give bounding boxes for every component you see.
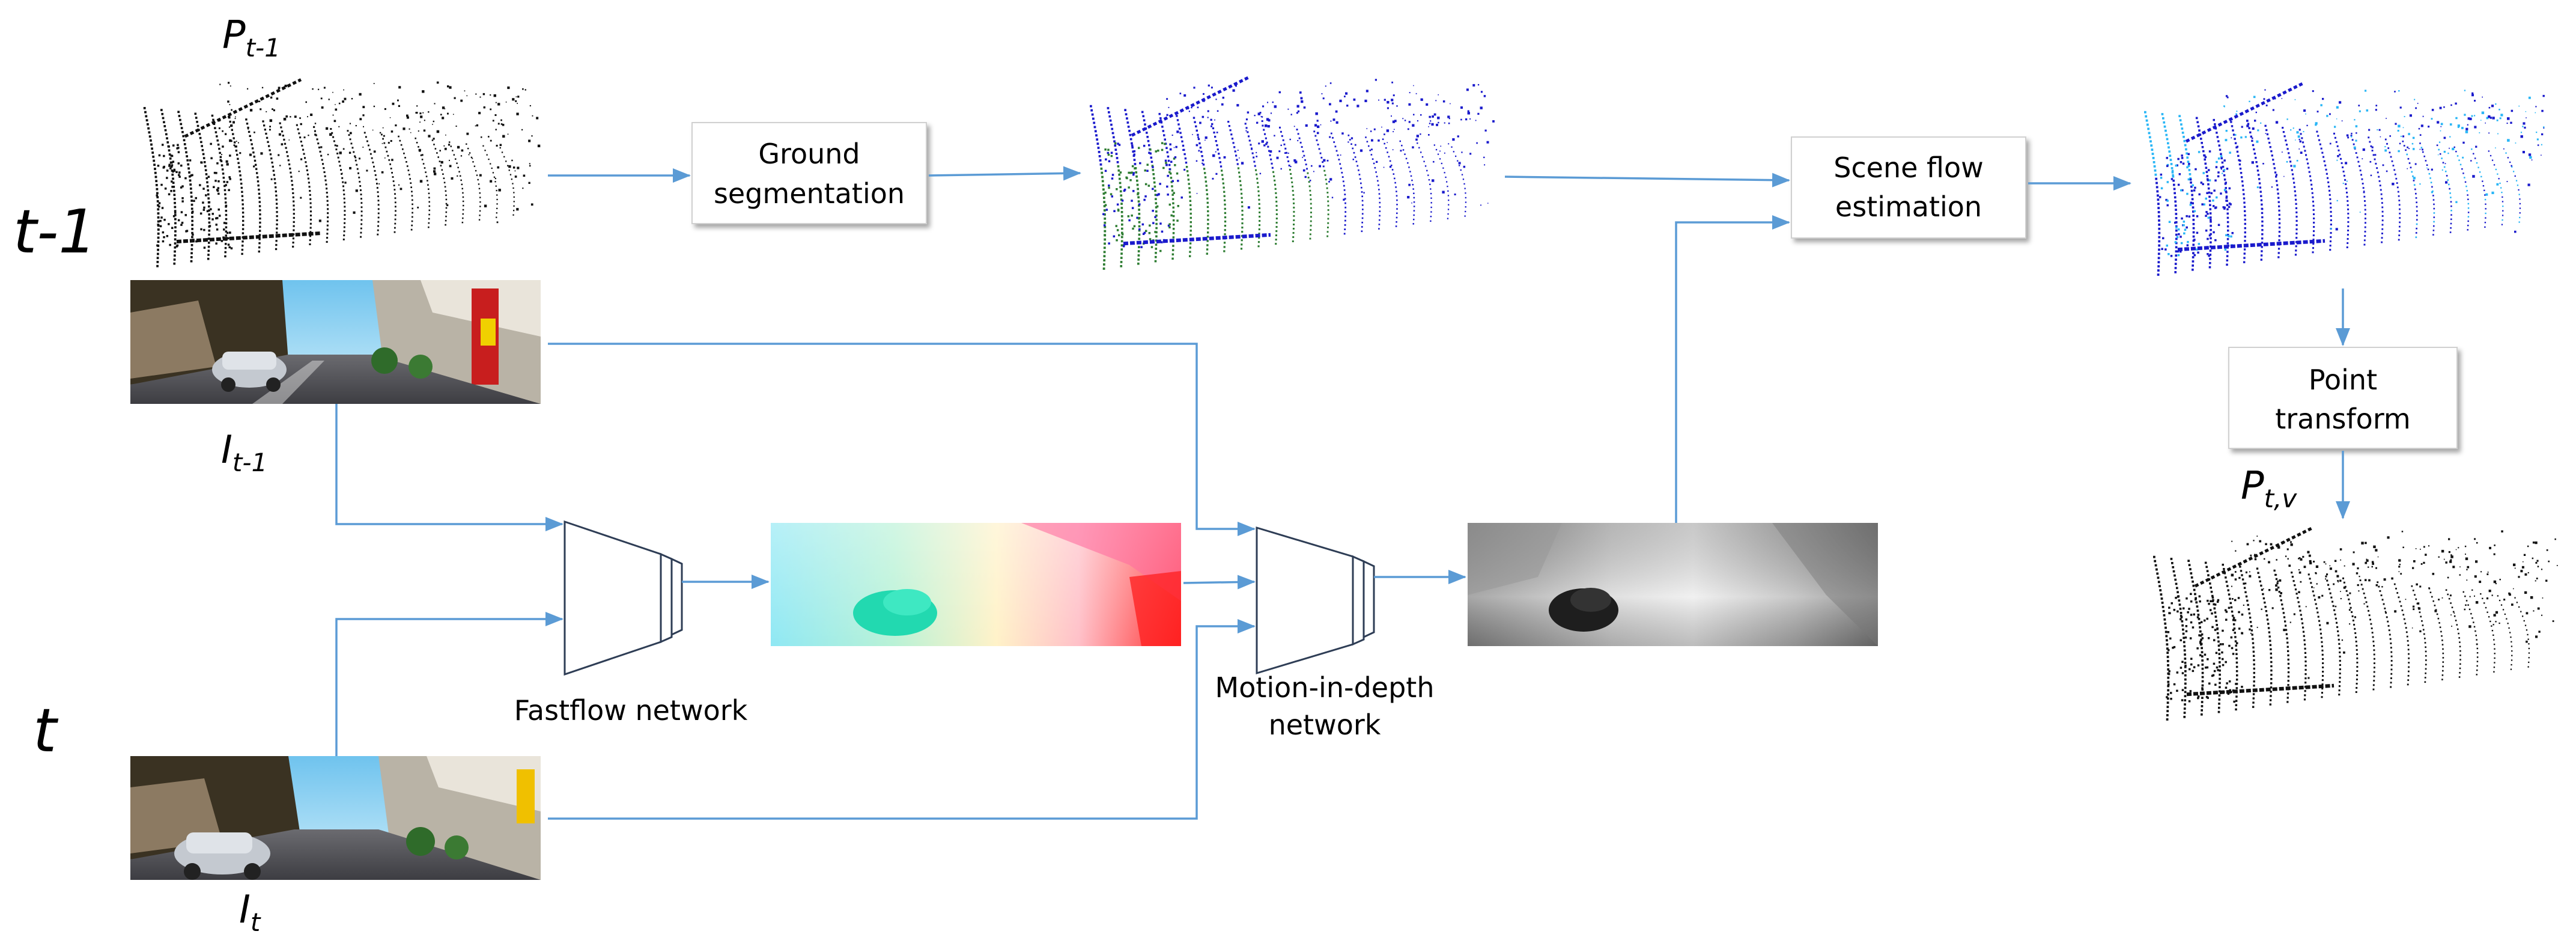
label-p-prev: Pt-1 xyxy=(222,13,281,63)
point-transform-line1: Point xyxy=(2309,364,2377,396)
ground-segmentation-box xyxy=(691,122,927,224)
ground-segmentation-line2: segmentation xyxy=(714,177,905,210)
label-p-prev-base: P xyxy=(222,13,246,58)
point-cloud-segmented xyxy=(1090,75,1495,270)
label-i-curr-base: I xyxy=(239,888,251,932)
label-i-prev-base: I xyxy=(221,428,232,472)
arrow-flowimg-to-mid xyxy=(1183,575,1256,590)
motion-in-depth-network-icon xyxy=(1256,526,1375,675)
label-i-prev: It-1 xyxy=(221,428,267,477)
label-p-prev-sub: t-1 xyxy=(246,33,281,63)
label-p-tv-base: P xyxy=(2241,464,2264,508)
camera-image-prev xyxy=(130,280,541,404)
label-i-curr: It xyxy=(239,888,261,937)
ground-segmentation-line1: Ground xyxy=(758,138,860,170)
label-p-tv: Pt,v xyxy=(2241,464,2297,513)
point-transform-box xyxy=(2228,347,2458,449)
label-i-prev-sub: t-1 xyxy=(232,448,267,477)
point-cloud-prev xyxy=(143,78,541,267)
label-i-curr-sub: t xyxy=(251,908,261,937)
optical-flow-image xyxy=(771,523,1181,646)
motion-in-depth-label-line2: network xyxy=(1269,709,1381,741)
scene-flow-line1: Scene flow xyxy=(1833,151,1984,184)
fastflow-network-icon xyxy=(564,520,683,676)
arrow-icurr-to-mid xyxy=(548,619,1256,820)
arrow-iprev-to-fastflow xyxy=(335,404,564,531)
point-transform-line2: transform xyxy=(2275,403,2411,435)
point-cloud-scene-flow xyxy=(2144,81,2545,276)
scene-flow-line2: estimation xyxy=(1835,191,1982,223)
arrow-seg-to-scene xyxy=(1504,172,1790,188)
arrows xyxy=(335,166,2350,820)
scene-flow-estimation-box xyxy=(1791,136,2026,239)
time-label-curr: t xyxy=(33,695,59,766)
motion-in-depth-label-line1: Motion-in-depth xyxy=(1215,671,1435,704)
fastflow-network-label: Fastflow network xyxy=(514,694,748,727)
arrow-ground-to-seg xyxy=(928,166,1081,181)
motion-in-depth-image xyxy=(1468,523,1878,646)
arrow-icurr-to-fastflow xyxy=(335,612,564,756)
label-p-tv-sub: t,v xyxy=(2264,484,2298,513)
camera-image-curr xyxy=(130,756,541,880)
time-label-prev: t-1 xyxy=(13,197,97,267)
point-cloud-transformed xyxy=(2153,526,2558,721)
arrow-depth-to-scene xyxy=(1675,215,1790,523)
arrow-iprev-to-mid xyxy=(548,343,1256,536)
